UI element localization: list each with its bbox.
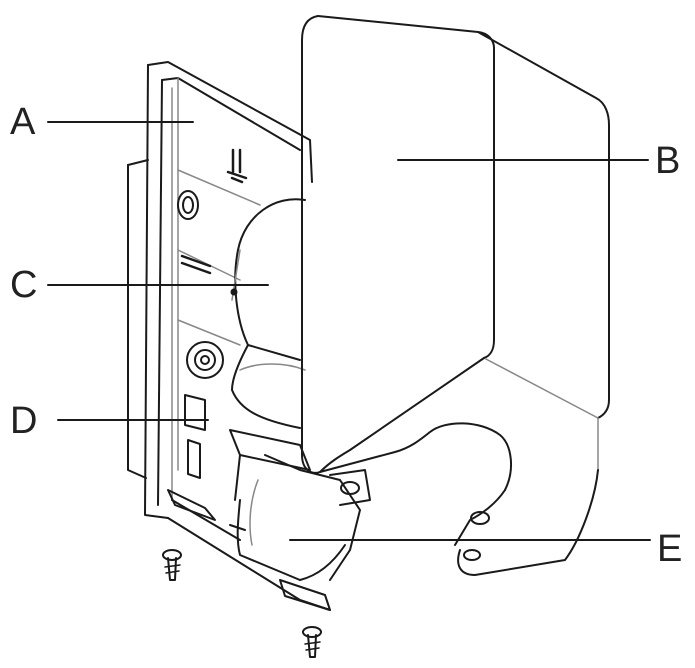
callout-label-b: B — [655, 140, 681, 182]
back-plate — [127, 61, 331, 611]
connector-assembly — [229, 429, 361, 581]
callout-label-c: C — [10, 264, 38, 306]
inner-cover — [230, 198, 306, 429]
leader-lines — [47, 121, 651, 541]
callout-label-e: E — [657, 528, 683, 570]
callout-label-a: A — [10, 101, 36, 143]
screw-bottom — [302, 626, 322, 658]
callout-label-d: D — [10, 400, 38, 442]
screw-left — [162, 549, 182, 581]
